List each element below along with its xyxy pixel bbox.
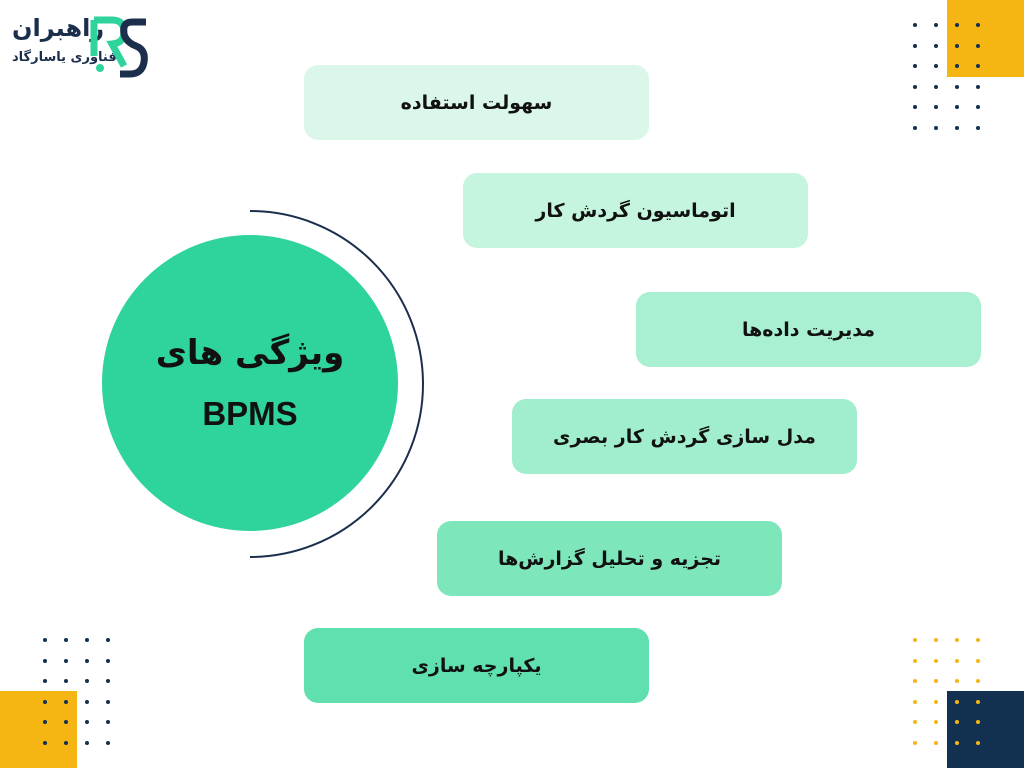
dot	[976, 638, 980, 642]
feature-label: تجزیه و تحلیل گزارش‌ها	[497, 547, 722, 570]
dot	[43, 658, 47, 663]
dot	[913, 740, 917, 745]
dot	[955, 679, 959, 683]
dot	[955, 125, 959, 130]
dot	[976, 84, 980, 89]
logo: راهبران فناوری یاسارگاد	[10, 14, 150, 78]
dot	[913, 638, 917, 642]
dot	[64, 699, 68, 704]
feature-box-integration: یکپارچه سازی	[304, 628, 649, 703]
dot	[43, 638, 47, 642]
center-subtitle: BPMS	[202, 395, 298, 432]
dot	[934, 740, 938, 745]
center-title: ویژگی های	[155, 333, 345, 373]
feature-box-workflow-automation: اتوماسیون گردش کار	[463, 173, 808, 248]
dot	[913, 84, 917, 89]
dot	[64, 720, 68, 724]
dot	[934, 125, 938, 130]
dot	[106, 720, 110, 724]
dot	[106, 699, 110, 704]
feature-label: یکپارچه سازی	[411, 654, 542, 677]
feature-box-data-management: مدیریت داده‌ها	[636, 292, 981, 367]
dot	[913, 699, 917, 704]
dot	[976, 740, 980, 745]
dot	[913, 105, 917, 109]
dot	[934, 679, 938, 683]
dot	[85, 658, 89, 663]
dot	[913, 64, 917, 68]
dot	[43, 699, 47, 704]
rs-logo-mark-icon	[90, 16, 148, 78]
dot	[955, 43, 959, 48]
dot	[934, 43, 938, 48]
dot	[913, 23, 917, 27]
dot	[85, 699, 89, 704]
corner-square-top-right	[947, 0, 1024, 77]
dot	[955, 23, 959, 27]
dot	[106, 638, 110, 642]
dot	[43, 740, 47, 745]
dot	[913, 43, 917, 48]
dot	[976, 125, 980, 130]
dot	[64, 679, 68, 683]
dot	[955, 105, 959, 109]
logo-name: راهبران	[12, 14, 105, 42]
feature-label: مدیریت داده‌ها	[741, 318, 876, 341]
dot	[976, 699, 980, 704]
dot	[934, 699, 938, 704]
dot	[934, 23, 938, 27]
dot	[106, 679, 110, 683]
dot	[976, 720, 980, 724]
dot	[955, 658, 959, 663]
corner-square-bottom-left	[0, 691, 77, 768]
dot	[64, 638, 68, 642]
dot	[85, 679, 89, 683]
dot	[955, 638, 959, 642]
feature-label: مدل سازی گردش کار بصری	[553, 425, 816, 448]
dot	[976, 679, 980, 683]
dot	[934, 64, 938, 68]
dot	[976, 43, 980, 48]
dot	[934, 638, 938, 642]
feature-label: اتوماسیون گردش کار	[535, 199, 736, 222]
dot	[43, 720, 47, 724]
dot	[955, 84, 959, 89]
dot	[64, 740, 68, 745]
dot	[43, 679, 47, 683]
dot	[85, 740, 89, 745]
dot-grid-bottom-left	[43, 638, 127, 761]
center-circle: ویژگی های BPMS	[102, 235, 398, 531]
dot	[913, 125, 917, 130]
feature-box-ease-of-use: سهولت استفاده	[304, 65, 649, 140]
dot-grid-top-right	[913, 23, 997, 146]
dot	[85, 720, 89, 724]
dot	[934, 720, 938, 724]
dot	[976, 23, 980, 27]
feature-box-visual-workflow-modeling: مدل سازی گردش کار بصری	[512, 399, 857, 474]
dot	[913, 720, 917, 724]
dot	[106, 740, 110, 745]
dot	[955, 64, 959, 68]
feature-label: سهولت استفاده	[400, 91, 553, 114]
dot	[64, 658, 68, 663]
corner-square-bottom-right	[947, 691, 1024, 768]
dot	[955, 740, 959, 745]
dot	[976, 658, 980, 663]
feature-box-report-analysis: تجزیه و تحلیل گزارش‌ها	[437, 521, 782, 596]
dot	[913, 658, 917, 663]
dot	[106, 658, 110, 663]
dot	[934, 105, 938, 109]
dot	[955, 720, 959, 724]
dot	[934, 658, 938, 663]
dot-grid-bottom-right	[913, 638, 997, 761]
dot	[976, 64, 980, 68]
dot	[955, 699, 959, 704]
dot	[85, 638, 89, 642]
dot	[976, 105, 980, 109]
dot	[913, 679, 917, 683]
dot	[934, 84, 938, 89]
